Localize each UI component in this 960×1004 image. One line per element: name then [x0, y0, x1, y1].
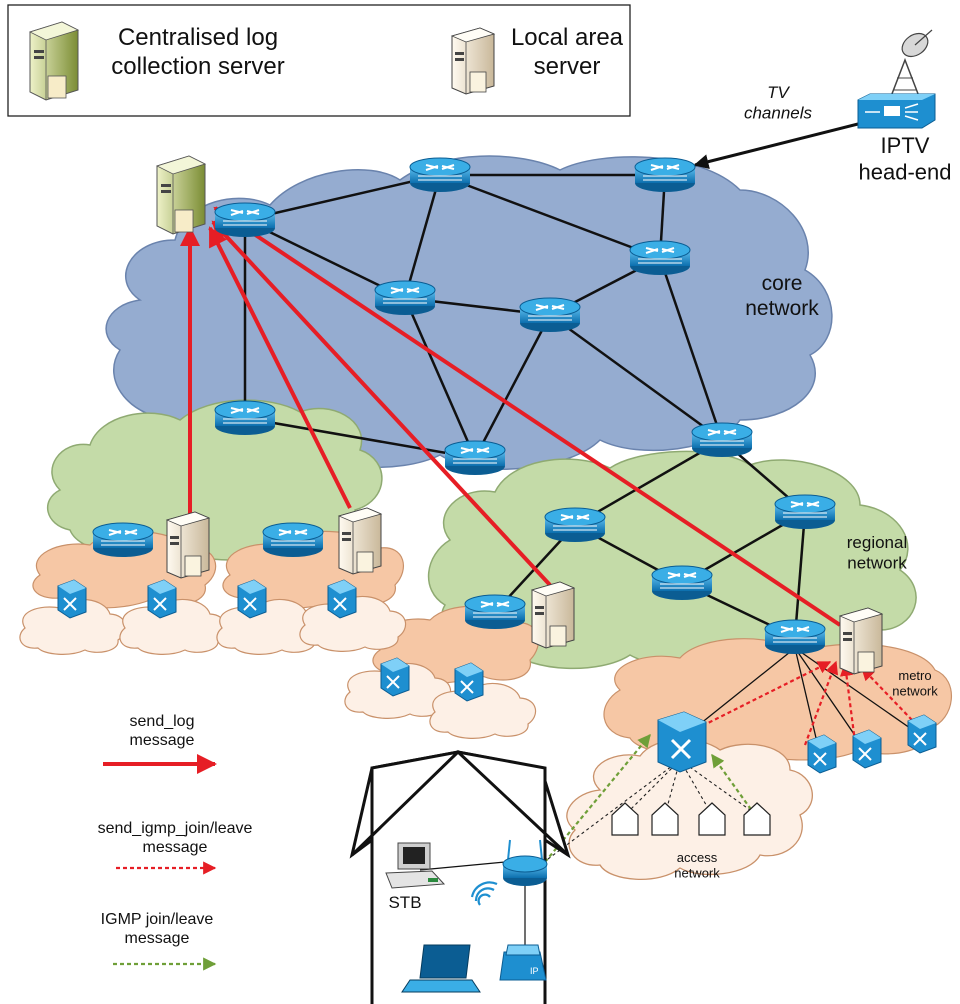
core-router-9-icon [691, 422, 753, 458]
access-switch-2-icon [147, 579, 177, 619]
dslam-switch-icon [656, 710, 708, 774]
access-switch-4-icon [327, 579, 357, 619]
home-links [419, 861, 526, 955]
home-router-icon [502, 839, 548, 886]
access-switch-9-icon [907, 714, 937, 754]
access-switch-6-icon [454, 662, 484, 702]
core-router-6-icon [519, 297, 581, 333]
stb-label: STB [388, 893, 421, 912]
core-router-4-icon [629, 240, 691, 276]
laptop-icon [401, 944, 481, 993]
access-switch-1-icon [57, 579, 87, 619]
metro-router-left-1-icon [92, 522, 154, 558]
wifi-icon [470, 881, 498, 906]
core-router-5-icon [374, 280, 436, 316]
access-switch-7-icon [807, 734, 837, 774]
access-switch-8-icon [852, 729, 882, 769]
regional-router-1-icon [544, 507, 606, 543]
regional-router-3-icon [651, 565, 713, 601]
send-igmp-arrows [689, 660, 913, 746]
core-router-3-icon [214, 202, 276, 238]
home-roof [350, 749, 570, 857]
send-log-arrows [180, 206, 842, 627]
local-server-4-icon [839, 607, 883, 675]
metro-router-left-2-icon [262, 522, 324, 558]
tv-channels-arrow [693, 122, 859, 169]
regional-router-4-icon [464, 594, 526, 630]
svg-text:IP: IP [530, 966, 539, 976]
local-server-3-icon [531, 581, 575, 649]
core-router-2-icon [634, 157, 696, 193]
local-server-2-icon [338, 507, 382, 575]
regional-router-2-icon [774, 494, 836, 530]
central-log-server-icon [156, 155, 206, 235]
access-switch-5-icon [380, 657, 410, 697]
ip-phone-icon: IP [499, 944, 547, 981]
metro-cloud-right [603, 638, 952, 761]
metro-router-icon [764, 619, 826, 655]
local-server-1-icon [166, 511, 210, 579]
core-router-8-icon [444, 440, 506, 476]
local-server-legend-icon [451, 27, 495, 95]
core-router-1-icon [409, 157, 471, 193]
core-router-7-icon [214, 400, 276, 436]
legend-box [7, 4, 631, 117]
iptv-headend-icon [857, 93, 936, 129]
centralised-server-legend-icon [29, 21, 79, 101]
stb-icon [385, 842, 446, 889]
access-switch-3-icon [237, 579, 267, 619]
igmp-arrows [544, 733, 756, 863]
